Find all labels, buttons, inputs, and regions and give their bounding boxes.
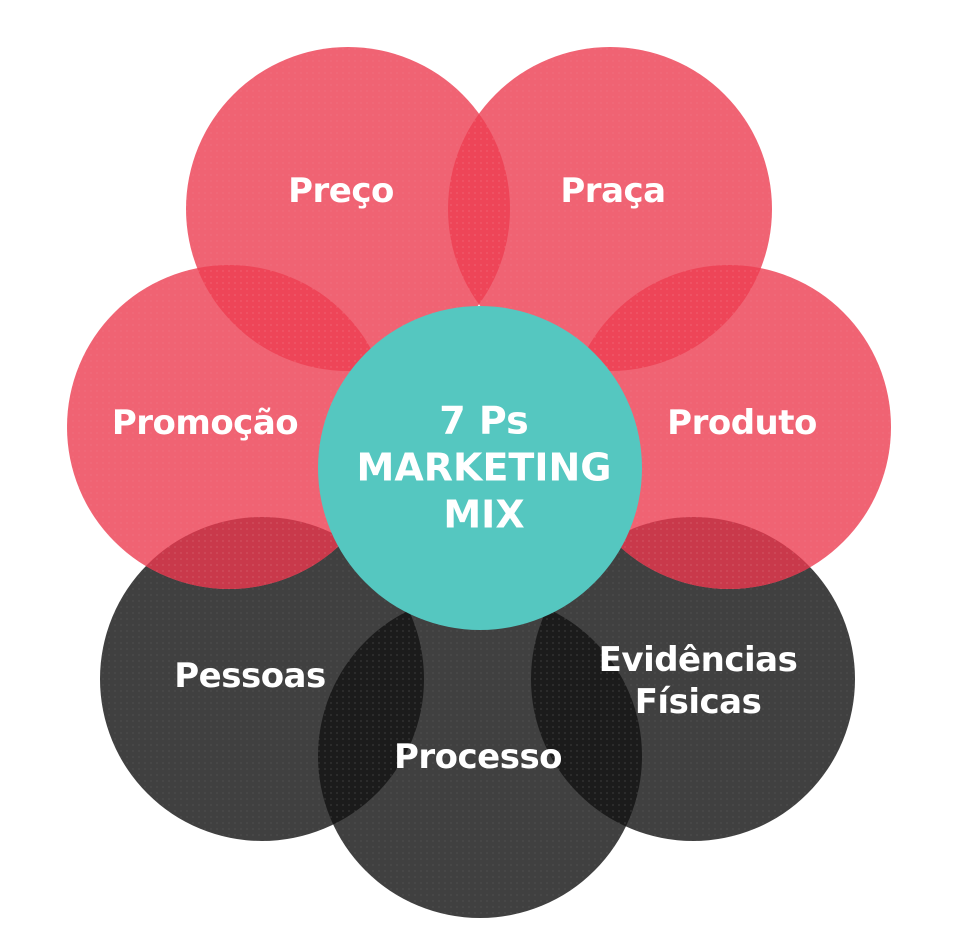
label-evidencias-line1: Evidências: [598, 640, 798, 680]
center-title: 7 Ps MARKETING MIX: [357, 398, 612, 539]
center-title-line2: MARKETING: [356, 445, 612, 490]
label-promocao: Promoção: [111, 403, 299, 443]
label-processo: Processo: [393, 737, 563, 777]
circle-center-mix: [318, 306, 642, 630]
label-preco: Preço: [288, 171, 394, 211]
label-pessoas: Pessoas: [174, 656, 326, 696]
center-title-line3: MIX: [443, 492, 525, 537]
label-produto: Produto: [667, 403, 817, 443]
center-title-line1: 7 Ps: [439, 398, 529, 443]
dot-texture: [67, 47, 891, 918]
label-evidencias-line2: Físicas: [634, 682, 762, 722]
label-praca: Praça: [560, 171, 666, 211]
label-evidencias-fisicas: Evidências Físicas: [599, 639, 798, 723]
